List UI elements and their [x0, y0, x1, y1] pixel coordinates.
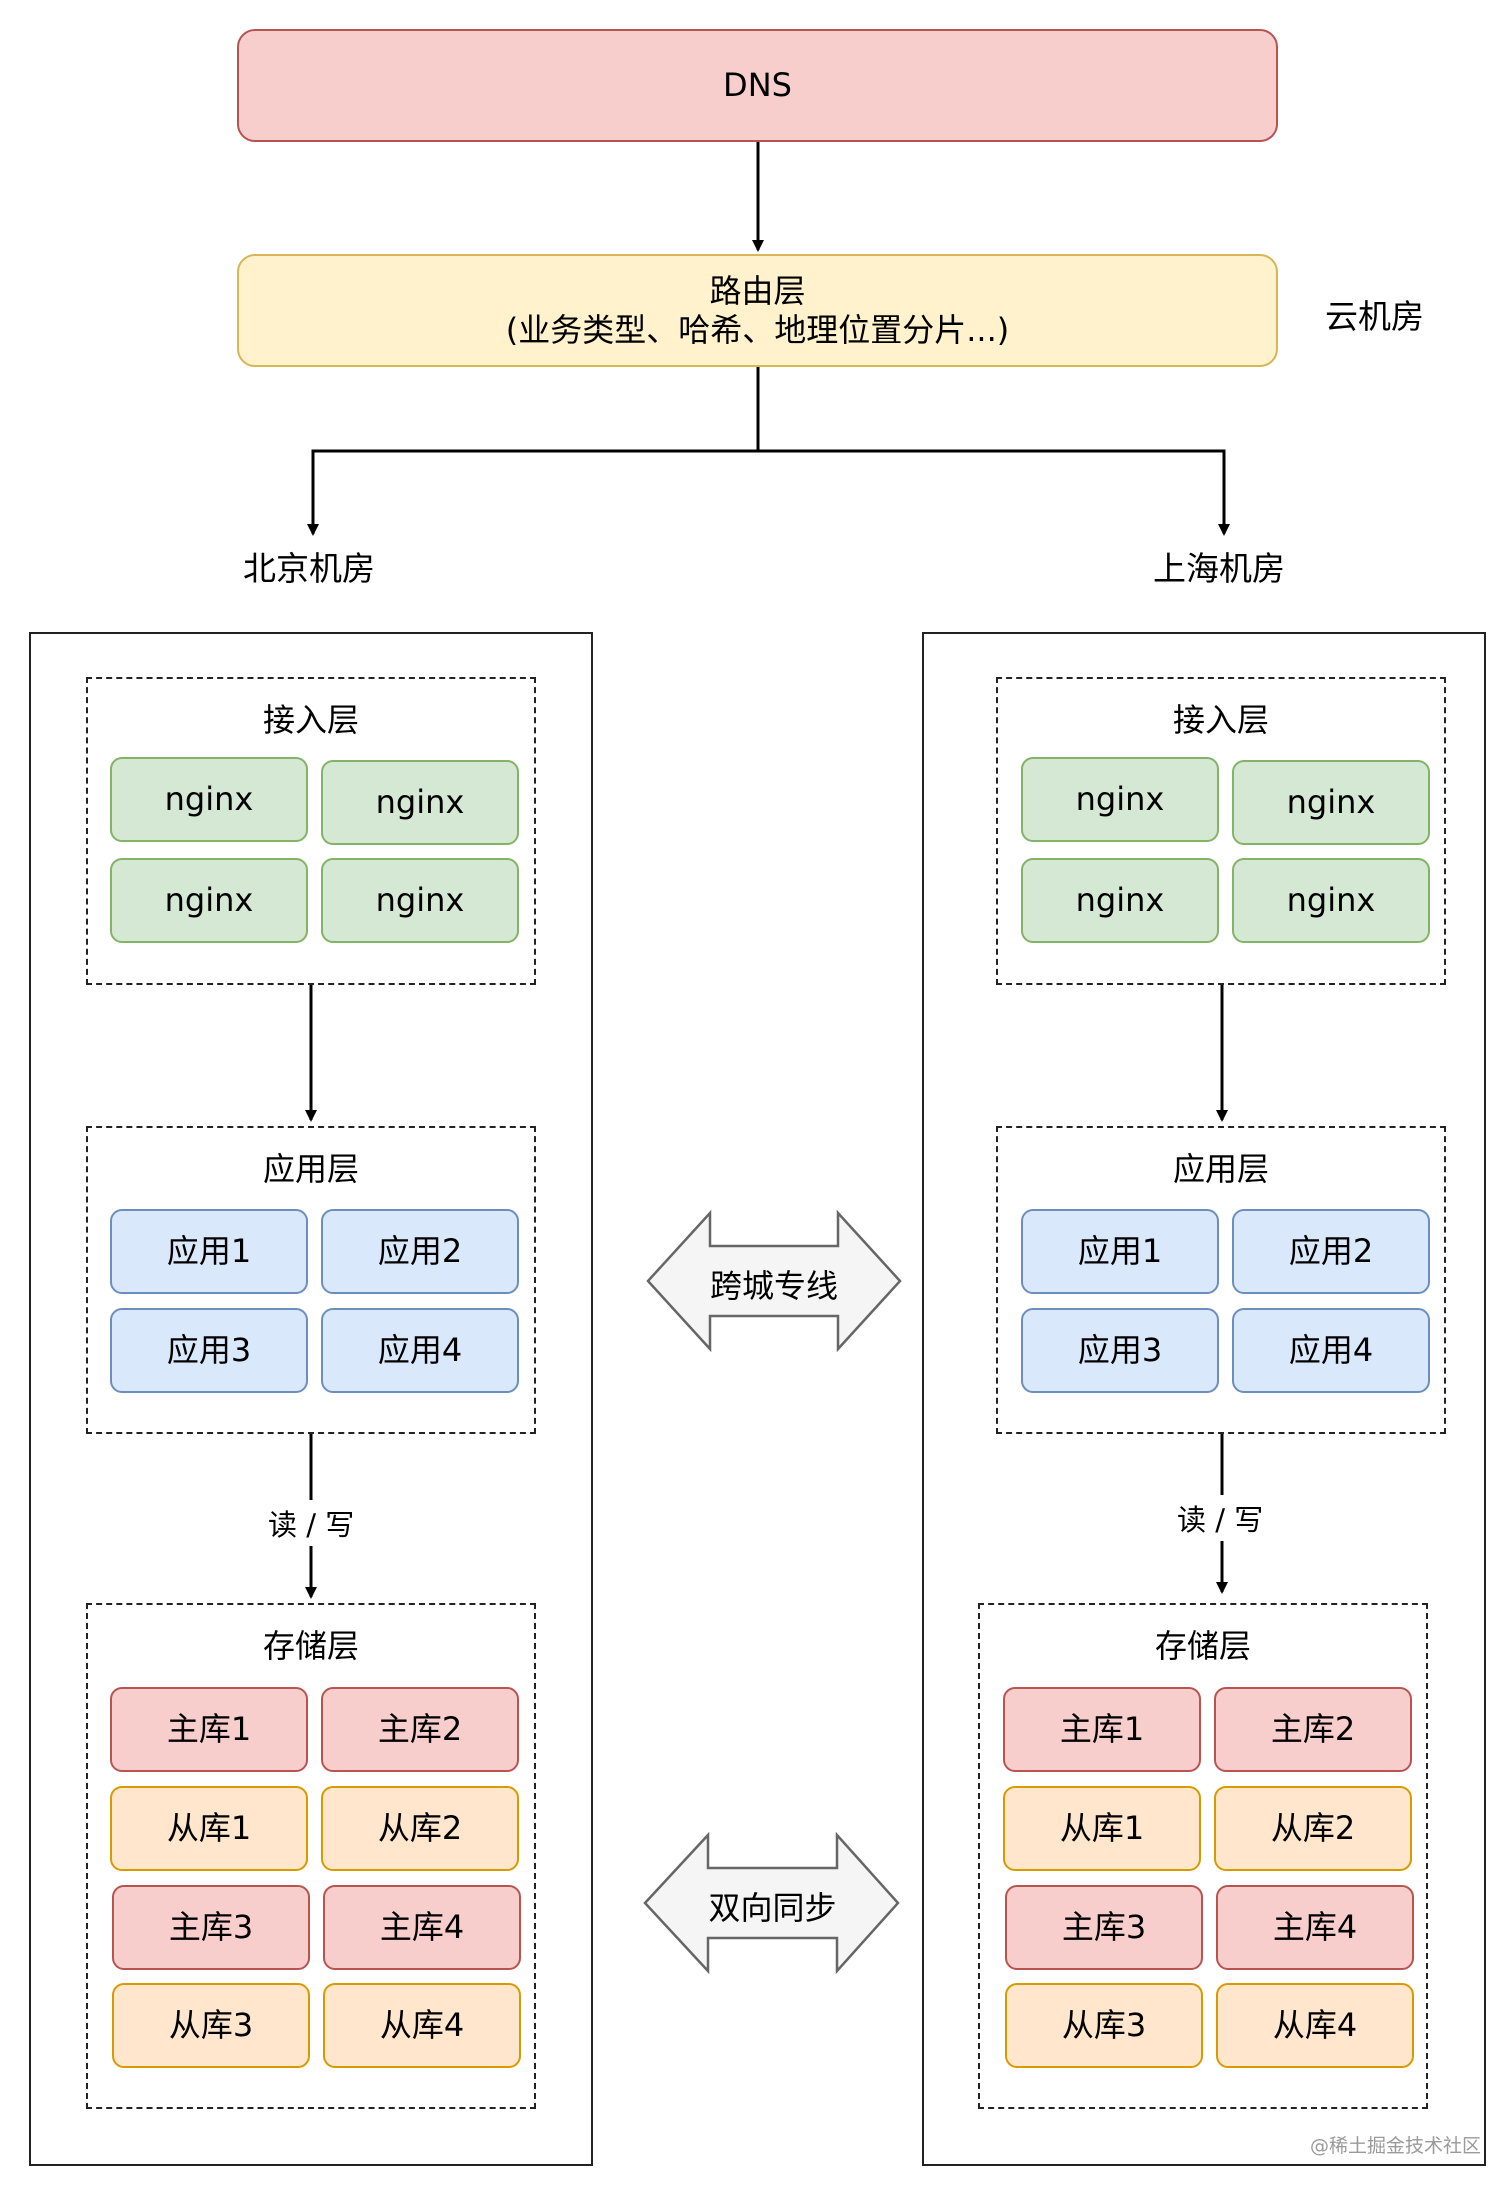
beijing-app-4: 应用4	[321, 1308, 519, 1393]
shanghai-nginx-3: nginx	[1021, 858, 1219, 943]
shanghai-room-container	[922, 632, 1486, 2166]
shanghai-slave-1: 从库1	[1003, 1786, 1201, 1871]
bi-sync-label: 双向同步	[708, 1889, 837, 1927]
beijing-app-2: 应用2	[321, 1209, 519, 1294]
shanghai-app-2: 应用2	[1232, 1209, 1430, 1294]
beijing-master-2: 主库2	[321, 1687, 519, 1772]
beijing-slave-3: 从库3	[112, 1983, 310, 2068]
beijing-master-1: 主库1	[110, 1687, 308, 1772]
shanghai-master-1: 主库1	[1003, 1687, 1201, 1772]
shanghai-access-layer: 接入层	[996, 677, 1446, 985]
beijing-storage-title: 存储层	[262, 1627, 359, 1665]
beijing-slave-2: 从库2	[321, 1786, 519, 1871]
routing-to-beijing-edge	[307, 449, 758, 536]
beijing-slave-4: 从库4	[323, 1983, 521, 2068]
beijing-room-label: 北京机房	[243, 549, 375, 588]
beijing-nginx-3: nginx	[110, 858, 308, 943]
beijing-room-container	[29, 632, 593, 2166]
cloud-room-label: 云机房	[1325, 297, 1424, 336]
dns-label: DNS	[723, 66, 792, 105]
shanghai-slave-3: 从库3	[1005, 1983, 1203, 2068]
dns-node: DNS	[237, 29, 1278, 142]
shanghai-nginx-1: nginx	[1021, 757, 1219, 842]
beijing-app-3: 应用3	[110, 1308, 308, 1393]
beijing-master-4: 主库4	[323, 1885, 521, 1970]
beijing-slave-1: 从库1	[110, 1786, 308, 1871]
shanghai-master-3: 主库3	[1005, 1885, 1203, 1970]
shanghai-master-2: 主库2	[1214, 1687, 1412, 1772]
shanghai-nginx-4: nginx	[1232, 858, 1430, 943]
shanghai-master-4: 主库4	[1216, 1885, 1414, 1970]
beijing-app-1: 应用1	[110, 1209, 308, 1294]
routing-title: 路由层	[709, 272, 806, 311]
shanghai-app-3: 应用3	[1021, 1308, 1219, 1393]
beijing-nginx-4: nginx	[321, 858, 519, 943]
routing-subtitle: (业务类型、哈希、地理位置分片...)	[505, 310, 1010, 349]
shanghai-slave-4: 从库4	[1216, 1983, 1414, 2068]
shanghai-app-4: 应用4	[1232, 1308, 1430, 1393]
shanghai-slave-2: 从库2	[1214, 1786, 1412, 1871]
beijing-nginx-2: nginx	[321, 760, 519, 845]
beijing-app-title: 应用层	[262, 1150, 359, 1188]
beijing-master-3: 主库3	[112, 1885, 310, 1970]
routing-layer-node: 路由层 (业务类型、哈希、地理位置分片...)	[237, 254, 1278, 367]
beijing-app-layer: 应用层	[86, 1126, 536, 1434]
shanghai-storage-title: 存储层	[1154, 1627, 1251, 1665]
shanghai-storage-layer: 存储层	[978, 1603, 1428, 2109]
shanghai-app-title: 应用层	[1172, 1150, 1269, 1188]
routing-to-shanghai-edge	[758, 449, 1230, 536]
shanghai-nginx-2: nginx	[1232, 760, 1430, 845]
beijing-access-title: 接入层	[262, 701, 359, 739]
shanghai-rw-label: 读 / 写	[1177, 1495, 1264, 1541]
beijing-rw-label: 读 / 写	[268, 1500, 355, 1546]
shanghai-access-title: 接入层	[1172, 701, 1269, 739]
beijing-nginx-1: nginx	[110, 757, 308, 842]
shanghai-app-1: 应用1	[1021, 1209, 1219, 1294]
shanghai-room-label: 上海机房	[1153, 549, 1285, 588]
beijing-access-layer: 接入层	[86, 677, 536, 985]
cross-city-label: 跨城专线	[710, 1267, 839, 1305]
shanghai-app-layer: 应用层	[996, 1126, 1446, 1434]
beijing-storage-layer: 存储层	[86, 1603, 536, 2109]
watermark: @稀土掘金技术社区	[1310, 2135, 1482, 2157]
